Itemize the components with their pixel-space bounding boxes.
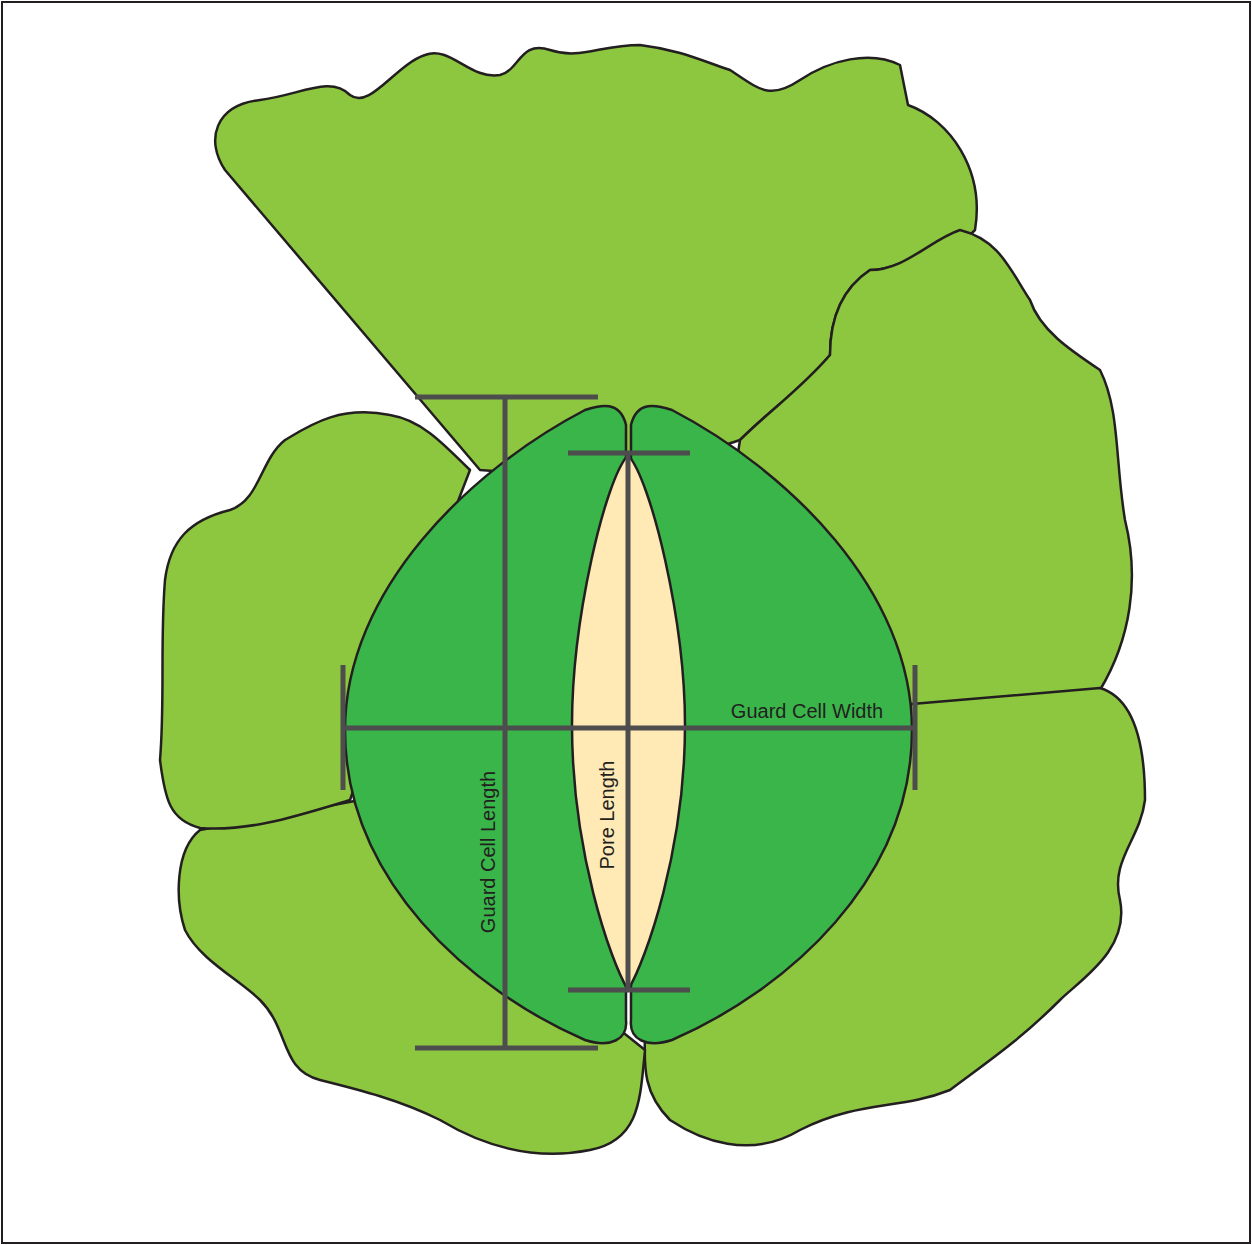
dimension-label: Guard Cell Length xyxy=(477,771,499,933)
dimension-cap xyxy=(415,395,598,400)
dimension-line xyxy=(343,726,915,731)
dimension-cap xyxy=(415,1046,598,1051)
dimension-cap xyxy=(913,665,918,790)
dimension-line xyxy=(626,453,631,990)
dimension-cap xyxy=(341,665,346,790)
dimension-cap xyxy=(568,988,690,993)
dimension-cap xyxy=(568,451,690,456)
dimension-line xyxy=(503,397,508,1048)
dimension-label: Guard Cell Width xyxy=(731,700,883,722)
dimension-label: Pore Length xyxy=(596,761,618,870)
